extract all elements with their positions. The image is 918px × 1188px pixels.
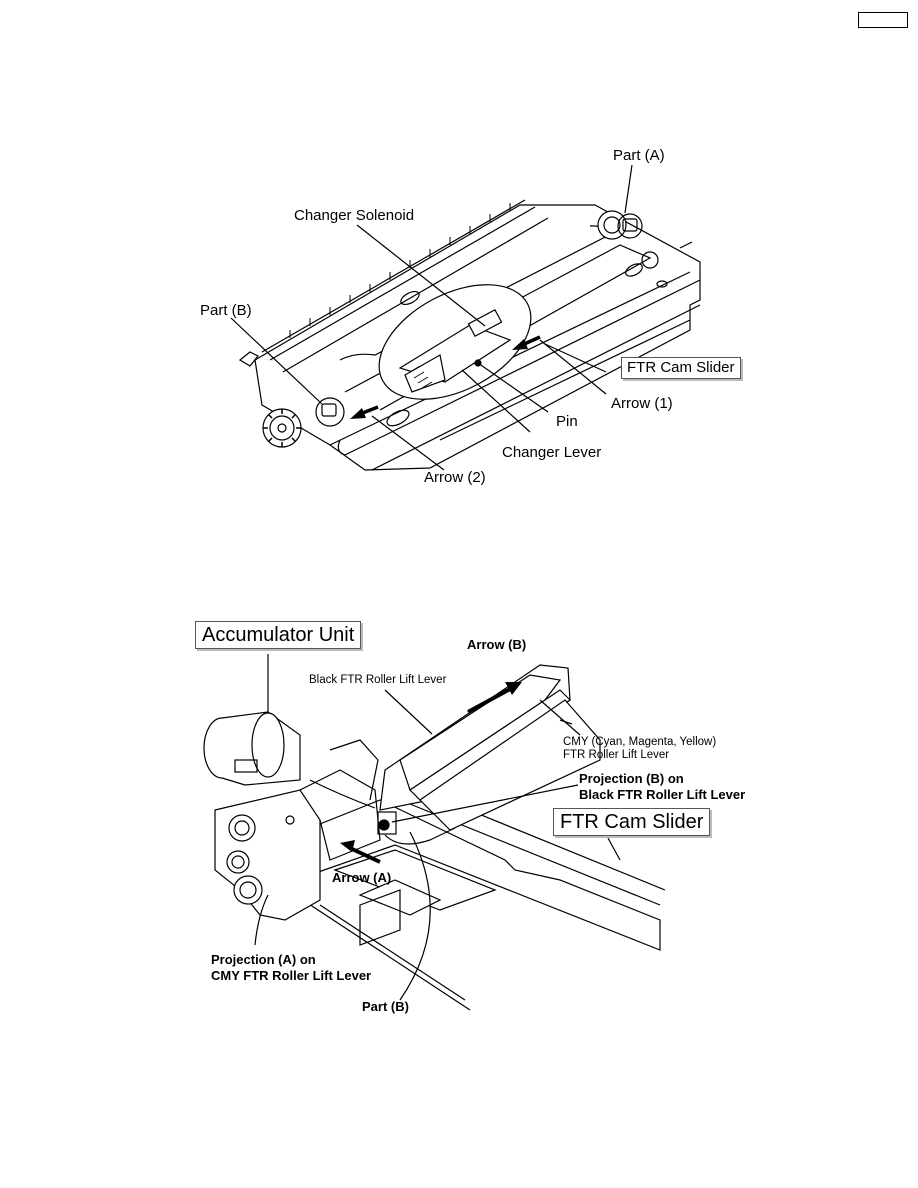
label-part-a: Part (A) bbox=[613, 147, 665, 164]
label-arrow-a: Arrow (A) bbox=[332, 870, 392, 885]
label-cmy-lever-line1: CMY (Cyan, Magenta, Yellow) bbox=[563, 736, 717, 748]
page-number-box bbox=[858, 12, 908, 28]
lift-lever-drawing bbox=[203, 654, 666, 1011]
label-arrow-b: Arrow (B) bbox=[467, 637, 527, 652]
label-ftr-cam-slider-2: FTR Cam Slider bbox=[553, 808, 711, 836]
label-accumulator-unit: Accumulator Unit bbox=[195, 621, 362, 649]
label-changer-solenoid: Changer Solenoid bbox=[294, 207, 415, 224]
label-projection-b-line2: Black FTR Roller Lift Lever bbox=[579, 787, 746, 802]
label-cmy-lever-line2: FTR Roller Lift Lever bbox=[563, 749, 670, 761]
label-part-b: Part (B) bbox=[200, 302, 252, 319]
label-part-b-2: Part (B) bbox=[362, 999, 409, 1014]
label-arrow-1: Arrow (1) bbox=[611, 395, 673, 412]
label-pin: Pin bbox=[556, 413, 578, 430]
figure-lift-lever-mechanism: Accumulator Unit Arrow (B) Black FTR Rol… bbox=[0, 615, 918, 1020]
label-projection-a-line1: Projection (A) on bbox=[211, 952, 316, 967]
label-arrow-2: Arrow (2) bbox=[424, 469, 486, 486]
label-projection-a-line2: CMY FTR Roller Lift Lever bbox=[211, 968, 372, 983]
label-projection-b-line1: Projection (B) on bbox=[579, 771, 684, 786]
label-black-ftr-roller-lift-lever: Black FTR Roller Lift Lever bbox=[309, 674, 447, 686]
figure-changer-mechanism: Part (A) Changer Solenoid Part (B) FTR C… bbox=[0, 140, 918, 500]
label-ftr-cam-slider: FTR Cam Slider bbox=[621, 357, 741, 379]
label-changer-lever: Changer Lever bbox=[502, 444, 602, 461]
changer-mechanism-drawing bbox=[230, 164, 701, 471]
